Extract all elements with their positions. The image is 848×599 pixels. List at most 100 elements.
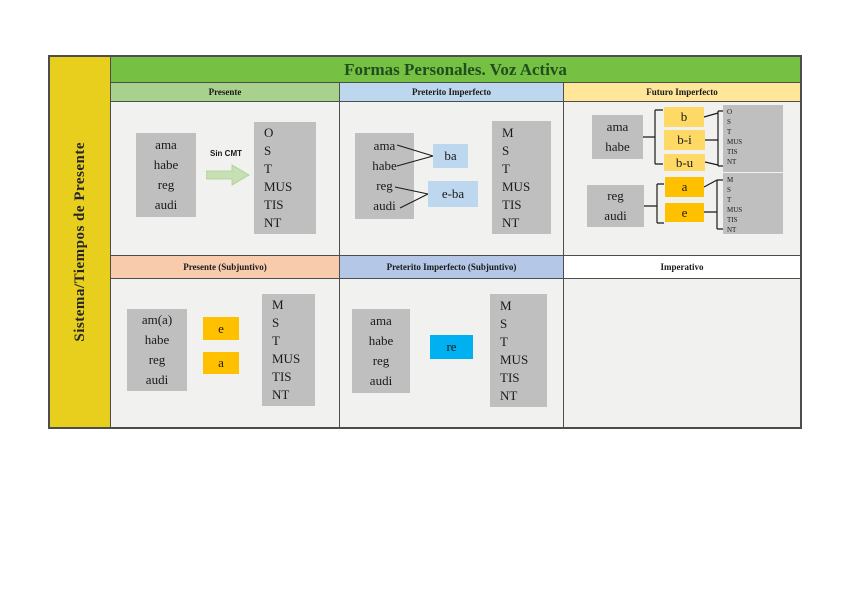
ending-line: MUS: [272, 351, 301, 366]
header-preterito-imperfecto-subjuntivo: Preterito Imperfecto (Subjuntivo): [340, 256, 563, 278]
stem-box: ama habe reg audi: [355, 133, 414, 219]
stem-box: ama habe reg audi: [352, 309, 410, 393]
ending-line: O: [727, 108, 733, 116]
stem-box: ama habe reg audi: [136, 133, 196, 217]
conjugation-diagram: Sistema/Tiempos de Presente Formas Perso…: [48, 55, 802, 429]
ending-line: T: [272, 333, 280, 348]
ending-line: S: [502, 142, 510, 158]
infix-label: ba: [444, 148, 457, 163]
arrow-right-icon: [206, 164, 250, 186]
header-presente-label: Presente: [208, 87, 242, 97]
ending-line: S: [272, 315, 280, 330]
cell-presente: ama habe reg audi Sin CMT O S T MUS TIS …: [111, 102, 339, 255]
ending-line: T: [500, 333, 508, 349]
infix-box-e: e: [665, 203, 704, 222]
ending-line: S: [264, 143, 272, 158]
cell-preterito-imperfecto-subjuntivo: ama habe reg audi re M S T MUS TIS NT: [340, 279, 563, 427]
ending-line: NT: [272, 387, 290, 402]
diagram-grid: Formas Personales. Voz Activa Presente P…: [111, 57, 800, 427]
stem-line: audi: [369, 373, 393, 388]
header-futuro-label: Futuro Imperfecto: [646, 87, 718, 97]
sin-cmt-label: Sin CMT: [210, 149, 242, 158]
stem-line: ama: [373, 138, 396, 153]
ending-line: TIS: [502, 196, 522, 212]
endings-box: M S T MUS TIS NT: [490, 294, 547, 407]
stem-line: audi: [154, 197, 178, 212]
infix-label: e-ba: [441, 186, 465, 201]
stem-line: habe: [144, 332, 170, 347]
cell-presente-subjuntivo: am(a) habe reg audi e a M S T MUS TIS NT: [111, 279, 339, 427]
ending-line: MUS: [502, 178, 531, 194]
ending-line: M: [500, 297, 512, 313]
endings-box: M S T MUS TIS NT: [492, 121, 551, 234]
ending-line: NT: [727, 158, 737, 166]
infix-label: e: [218, 320, 224, 336]
stem-line: reg: [372, 353, 390, 368]
infix-box-a: a: [665, 177, 704, 197]
cell-preterito-imperfecto: ama habe reg audi ba e-ba M S T MUS: [340, 102, 563, 255]
ending-line: M: [727, 176, 734, 184]
stem-line: ama: [155, 137, 177, 152]
stem-line: reg: [148, 352, 166, 367]
ending-line: S: [727, 118, 731, 126]
ending-line: MUS: [727, 206, 743, 214]
infix-box-b: b: [664, 107, 704, 127]
infix-box-e: e: [203, 317, 239, 340]
ending-line: NT: [264, 215, 282, 230]
header-imperativo: Imperativo: [564, 256, 800, 278]
infix-box-re: re: [430, 335, 473, 359]
stem-line: audi: [604, 208, 627, 223]
diagram-title-text: Formas Personales. Voz Activa: [344, 59, 567, 79]
stem-line: ama: [370, 313, 392, 328]
endings-box-small: M S T MUS TIS NT: [723, 173, 783, 234]
header-imperativo-label: Imperativo: [660, 262, 704, 272]
ending-line: T: [264, 161, 272, 176]
ending-line: T: [727, 128, 732, 136]
stem-line: habe: [368, 333, 394, 348]
header-presente-subjuntivo: Presente (Subjuntivo): [111, 256, 339, 278]
endings-box: O S T MUS TIS NT: [254, 122, 316, 234]
infix-label: a: [681, 179, 688, 194]
ending-line: TIS: [500, 369, 520, 385]
infix-box-e-ba: e-ba: [428, 181, 478, 207]
ending-line: M: [502, 124, 514, 140]
header-preterito-subj-label: Preterito Imperfecto (Subjuntivo): [386, 262, 517, 272]
stem-line: reg: [607, 188, 624, 203]
ending-line: NT: [500, 387, 518, 403]
cell-futuro-imperfecto: ama habe b b-i b-u O S T MUS TIS NT reg: [564, 102, 800, 255]
diagram-title: Formas Personales. Voz Activa: [111, 57, 800, 82]
ending-line: MUS: [500, 351, 529, 367]
infix-box-ba: ba: [433, 144, 468, 168]
infix-box-a: a: [203, 352, 239, 374]
ending-line: M: [272, 297, 284, 312]
header-presente-subj-label: Presente (Subjuntivo): [183, 262, 267, 272]
ending-line: MUS: [264, 179, 293, 194]
ending-line: S: [500, 315, 508, 331]
stem-box: am(a) habe reg audi: [127, 309, 187, 391]
stem-line: reg: [157, 177, 175, 192]
ending-line: T: [502, 160, 510, 176]
endings-box-small: O S T MUS TIS NT: [723, 105, 783, 172]
stem-line: audi: [145, 372, 169, 387]
stem-box: ama habe: [592, 115, 643, 159]
header-preterito-imperfecto: Preterito Imperfecto: [340, 83, 563, 101]
infix-label: b-i: [677, 132, 692, 147]
ending-line: TIS: [727, 148, 738, 156]
ending-line: NT: [502, 214, 520, 230]
ending-line: TIS: [264, 197, 284, 212]
ending-line: T: [727, 196, 732, 204]
sidebar-label: Sistema/Tiempos de Presente: [71, 142, 88, 342]
infix-label: b-u: [675, 154, 694, 170]
ending-line: MUS: [727, 138, 743, 146]
header-presente: Presente: [111, 83, 339, 101]
stem-line: audi: [373, 198, 396, 213]
endings-box: M S T MUS TIS NT: [262, 294, 315, 406]
stem-line: habe: [605, 139, 630, 154]
stem-line: ama: [606, 119, 629, 134]
stem-box: reg audi: [587, 185, 644, 227]
infix-label: re: [446, 339, 457, 354]
sidebar: Sistema/Tiempos de Presente: [50, 57, 111, 427]
infix-box-b-i: b-i: [664, 130, 705, 150]
stem-line: habe: [153, 157, 179, 172]
ending-line: S: [727, 186, 731, 194]
